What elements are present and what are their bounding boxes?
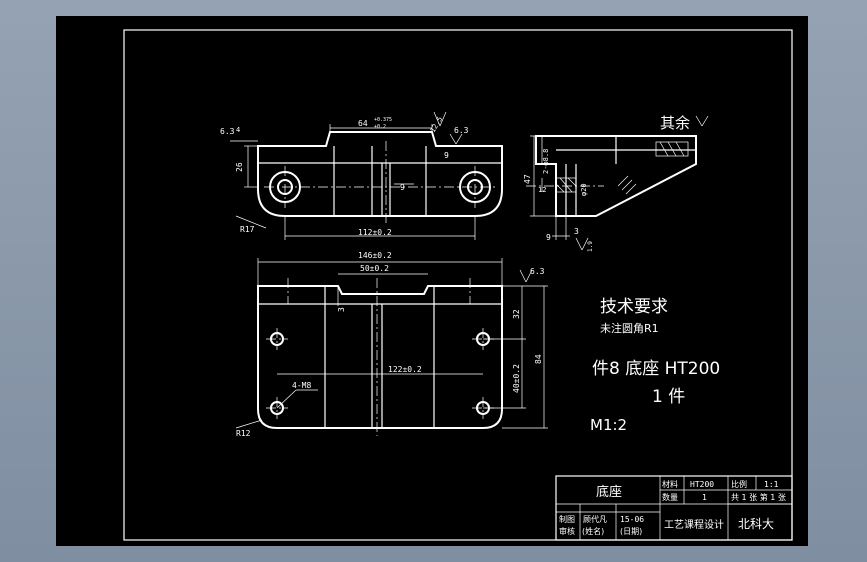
dim-64-tol-upper: +0.375 [374, 117, 392, 123]
drawing-scale: M1:2 [590, 416, 627, 434]
check-date: (日期) [620, 527, 642, 536]
ra-6-3-front-left: 6.3 [220, 127, 235, 136]
sheet-count: 共 1 张 第 1 张 [731, 492, 786, 502]
dim-phi20: φ20 [580, 183, 588, 196]
holes-4-m8: 4-M8 [292, 381, 311, 390]
dim-26: 26 [235, 162, 244, 172]
material-value: HT200 [690, 480, 714, 489]
drawing-sheet: 64 +0.375 +0.2 6.3 4 26 9 9 6.3 12.5 R17… [56, 16, 808, 546]
ratio-value: 1:1 [764, 480, 779, 489]
front-view [230, 111, 503, 240]
ra-6-3-front-right: 6.3 [454, 126, 469, 135]
dim-32: 32 [512, 309, 521, 319]
dim-122: 122±0.2 [388, 365, 422, 374]
check-label: 审核 [559, 526, 575, 536]
notes-title: 技术要求 [600, 297, 668, 317]
dim-50: 50±0.2 [360, 264, 389, 273]
inner-border [123, 29, 793, 541]
ra-12-5: 12.5 [429, 115, 444, 134]
dim-4: 4 [236, 126, 240, 134]
part-quantity: 1 件 [652, 387, 685, 407]
dim-40: 40±0.2 [512, 364, 521, 393]
part-description: 件8 底座 HT200 [592, 359, 720, 379]
dim-64-tol-lower: +0.2 [374, 124, 386, 130]
course-name: 工艺课程设计 [664, 518, 724, 531]
dim-146: 146±0.2 [358, 251, 392, 260]
notes-line-1: 未注圆角R1 [600, 321, 659, 335]
drawn-label: 制图 [559, 514, 575, 524]
ra-6-3-top: 6.3 [530, 267, 545, 276]
dim-9-top: 9 [444, 151, 449, 160]
drawn-date: 15-06 [620, 515, 644, 524]
check-name: (姓名) [582, 526, 604, 536]
dim-3-side: 3 [574, 227, 579, 236]
side-view [526, 115, 709, 251]
dim-84: 84 [534, 354, 543, 364]
dim-3-top: 3 [337, 307, 346, 312]
dim-2-phi8-8: 2-φ8.8 [542, 149, 550, 174]
dim-12: 12 [538, 186, 546, 194]
quantity-value: 1 [702, 493, 707, 502]
dim-47: 47 [523, 174, 532, 184]
drawn-name: 顾代凡 [583, 514, 607, 524]
rest-surface-note: 其余 [660, 114, 690, 132]
material-label: 材料 [662, 479, 678, 489]
dim-64: 64 [358, 119, 368, 128]
radius-r17: R17 [240, 225, 255, 234]
drawing-canvas: 64 +0.375 +0.2 6.3 4 26 9 9 6.3 12.5 R17… [123, 29, 793, 541]
dim-9-side: 9 [546, 233, 551, 242]
school-name: 北科大 [738, 517, 774, 531]
ratio-label: 比例 [731, 479, 747, 489]
title-part-name: 底座 [596, 484, 622, 500]
ra-1-9: 1.9 [587, 241, 594, 252]
dim-9-middle: 9 [400, 183, 405, 192]
quantity-label: 数量 [662, 492, 678, 502]
top-view [235, 258, 548, 436]
title-block [555, 475, 793, 541]
radius-r12: R12 [236, 429, 251, 438]
dim-112: 112±0.2 [358, 228, 392, 237]
